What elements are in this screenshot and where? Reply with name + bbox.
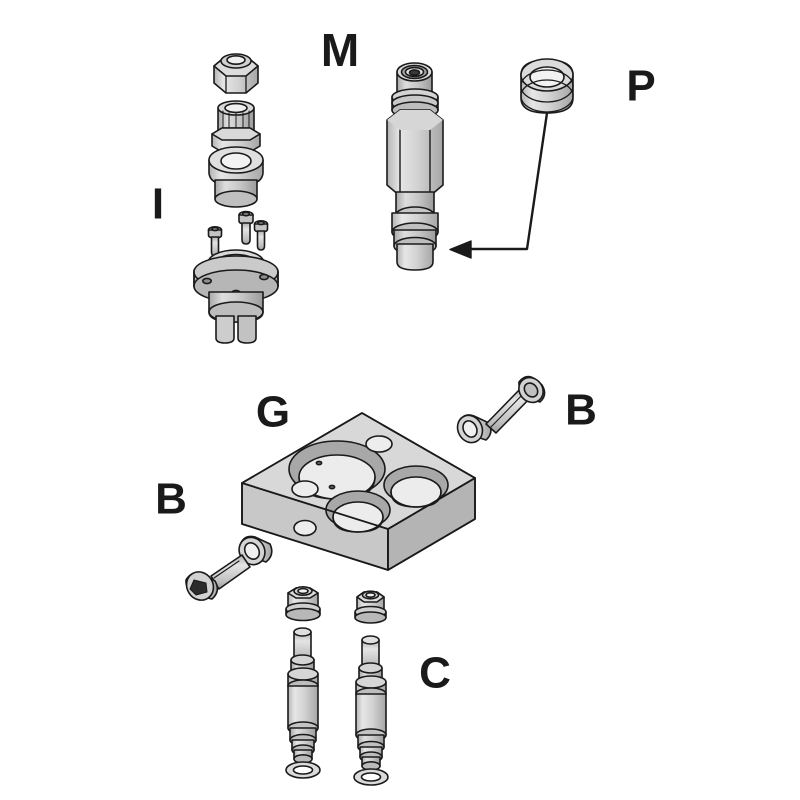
label-B-right: B (565, 386, 597, 435)
part-screw-3 (253, 220, 269, 251)
part-flange-nut-right (354, 590, 387, 624)
part-screw-2 (207, 226, 223, 257)
part-barb-shank (391, 191, 439, 271)
group-C-studs (285, 585, 389, 786)
group-B-bolt-lower-left (185, 535, 273, 601)
group-I-assembly (193, 53, 279, 344)
part-hex-body (386, 109, 444, 197)
label-C: C (419, 649, 451, 698)
part-o-ring (520, 58, 574, 114)
label-M: M (321, 24, 359, 76)
part-flanged-bushing (208, 146, 264, 208)
part-screw-1 (238, 210, 254, 245)
callout-labels: I M P G B B C (152, 24, 656, 697)
label-P: P (626, 62, 655, 111)
leader-line-P (449, 111, 549, 259)
part-washer-right (353, 768, 389, 786)
part-flanged-housing (193, 249, 279, 344)
group-P-oring (449, 58, 574, 259)
group-G-manifold-plate (241, 412, 476, 571)
part-stud-left (287, 627, 319, 764)
part-bolt-upper-right (485, 375, 546, 434)
part-hex-cap-nut (213, 53, 259, 94)
group-M-fitting (386, 62, 444, 271)
part-flange-nut-left (285, 585, 321, 622)
part-washer-left (285, 761, 321, 779)
label-I: I (152, 180, 164, 229)
part-washer-lower-left (238, 535, 273, 566)
label-G: G (256, 388, 290, 437)
group-B-bolt-upper-right (456, 375, 546, 444)
part-bolt-lower-left (185, 554, 251, 601)
part-stud-right (355, 635, 387, 771)
label-B-left: B (155, 475, 187, 524)
part-washer-upper-right (456, 414, 492, 444)
